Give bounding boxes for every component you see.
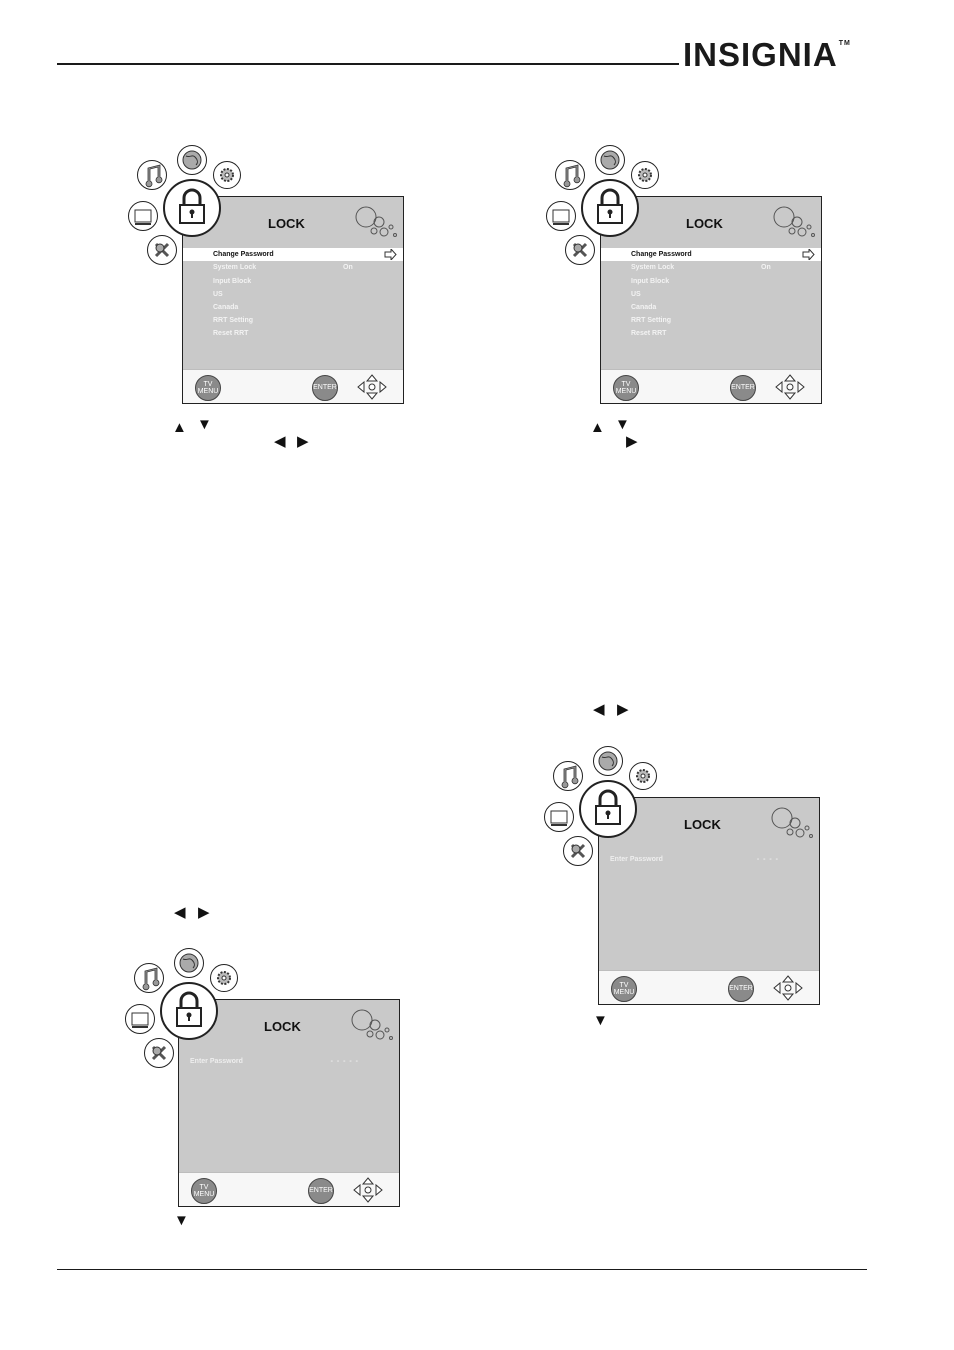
music-icon[interactable]	[555, 160, 585, 190]
down-arrow-icon: ▼	[615, 416, 630, 433]
menu-item-us[interactable]: US	[631, 291, 641, 298]
setup-tools-icon[interactable]	[147, 235, 177, 265]
menu-footer: TV MENU ENTER	[179, 1172, 399, 1206]
lock-icon[interactable]	[581, 179, 639, 237]
right-arrow-icon: ▶	[617, 701, 629, 718]
picture-icon[interactable]	[546, 201, 576, 231]
globe-icon[interactable]	[595, 145, 625, 175]
enter-button[interactable]: ENTER	[730, 375, 756, 401]
direction-pad-icon	[357, 374, 387, 400]
lock-icon[interactable]	[160, 982, 218, 1040]
bubbles-icon	[771, 807, 813, 838]
tv-menu-button[interactable]: TV MENU	[611, 976, 637, 1002]
music-icon[interactable]	[134, 963, 164, 993]
menu-footer: TV MENU ENTER	[601, 369, 821, 403]
down-arrow-icon: ▼	[593, 1012, 608, 1029]
menu-item-us[interactable]: US	[213, 291, 223, 298]
right-arrow-icon: ▶	[198, 904, 210, 921]
globe-icon[interactable]	[174, 948, 204, 978]
password-row[interactable]: Enter Password - - - -	[610, 856, 809, 863]
gear-icon[interactable]	[210, 964, 238, 992]
trademark: TM	[838, 40, 851, 47]
down-arrow-icon: ▼	[197, 416, 212, 433]
lock-password-screen-1: LOCK Enter Password - - - - - TV MENU EN…	[122, 948, 402, 1208]
direction-pad-icon	[773, 975, 803, 1001]
menu-item-system-lock[interactable]: System Lock On	[631, 264, 771, 271]
menu-title: LOCK	[268, 216, 305, 231]
setup-tools-icon[interactable]	[144, 1038, 174, 1068]
lock-password-screen-2: LOCK Enter Password - - - - TV MENU ENTE…	[541, 746, 821, 1006]
enter-button[interactable]: ENTER	[312, 375, 338, 401]
music-icon[interactable]	[137, 160, 167, 190]
menu-item-canada[interactable]: Canada	[213, 304, 239, 311]
brand-name: INSIGNIA	[683, 36, 838, 73]
menu-item-reset-rrt[interactable]: Reset RRT	[213, 330, 249, 337]
picture-icon[interactable]	[128, 201, 158, 231]
left-arrow-icon: ◀	[274, 433, 286, 450]
enter-button[interactable]: ENTER	[308, 1178, 334, 1204]
lock-icon[interactable]	[163, 179, 221, 237]
setup-tools-icon[interactable]	[565, 235, 595, 265]
tv-menu-button[interactable]: TV MENU	[191, 1178, 217, 1204]
menu-footer: TV MENU ENTER	[183, 369, 403, 403]
menu-panel: LOCK Enter Password - - - - TV MENU ENTE…	[598, 797, 820, 1005]
lock-menu-screen-2: LOCK Change Password System Lock On Inpu…	[543, 145, 823, 405]
left-arrow-icon: ◀	[174, 904, 186, 921]
menu-title: LOCK	[264, 1019, 301, 1034]
menu-footer: TV MENU ENTER	[599, 970, 819, 1004]
bubbles-icon	[355, 206, 397, 237]
password-label: Enter Password	[190, 1058, 243, 1065]
menu-item-reset-rrt[interactable]: Reset RRT	[631, 330, 667, 337]
menu-item-system-lock[interactable]: System Lock On	[213, 264, 353, 271]
up-arrow-icon: ▲	[172, 419, 187, 436]
menu-panel: LOCK Change Password System Lock On Inpu…	[600, 196, 822, 404]
down-arrow-icon: ▼	[174, 1212, 189, 1229]
bubbles-icon	[351, 1009, 393, 1040]
menu-panel: LOCK Change Password System Lock On Inpu…	[182, 196, 404, 404]
picture-icon[interactable]	[125, 1004, 155, 1034]
password-row[interactable]: Enter Password - - - - -	[190, 1058, 389, 1065]
gear-icon[interactable]	[631, 161, 659, 189]
menu-item-canada[interactable]: Canada	[631, 304, 657, 311]
picture-icon[interactable]	[544, 802, 574, 832]
lock-menu-screen-1: LOCK Change Password System Lock On Inpu…	[125, 145, 405, 405]
menu-item-rrt-setting[interactable]: RRT Setting	[631, 317, 672, 324]
menu-panel: LOCK Enter Password - - - - - TV MENU EN…	[178, 999, 400, 1207]
globe-icon[interactable]	[593, 746, 623, 776]
left-arrow-icon: ◀	[593, 701, 605, 718]
right-arrow-icon: ▶	[626, 433, 638, 450]
direction-pad-icon	[353, 1177, 383, 1203]
menu-item-change-password[interactable]: Change Password	[183, 248, 403, 261]
menu-title: LOCK	[686, 216, 723, 231]
enter-button[interactable]: ENTER	[728, 976, 754, 1002]
brand-logo: INSIGNIATM	[683, 36, 851, 74]
bubbles-icon	[773, 206, 815, 237]
direction-pad-icon	[775, 374, 805, 400]
music-icon[interactable]	[553, 761, 583, 791]
arrow-right-icon	[384, 249, 397, 260]
password-field[interactable]: - - - - -	[330, 1058, 359, 1065]
setup-tools-icon[interactable]	[563, 836, 593, 866]
gear-icon[interactable]	[213, 161, 241, 189]
arrow-right-icon	[802, 249, 815, 260]
menu-item-change-password[interactable]: Change Password	[601, 248, 821, 261]
up-arrow-icon: ▲	[590, 419, 605, 436]
tv-menu-button[interactable]: TV MENU	[195, 375, 221, 401]
password-field[interactable]: - - - -	[756, 856, 779, 863]
menu-item-input-block[interactable]: Input Block	[213, 278, 252, 285]
password-label: Enter Password	[610, 856, 663, 863]
tv-menu-button[interactable]: TV MENU	[613, 375, 639, 401]
gear-icon[interactable]	[629, 762, 657, 790]
menu-item-input-block[interactable]: Input Block	[631, 278, 670, 285]
menu-item-rrt-setting[interactable]: RRT Setting	[213, 317, 254, 324]
right-arrow-icon: ▶	[297, 433, 309, 450]
menu-title: LOCK	[684, 817, 721, 832]
lock-icon[interactable]	[579, 780, 637, 838]
top-rule	[57, 63, 679, 65]
globe-icon[interactable]	[177, 145, 207, 175]
bottom-rule	[57, 1269, 867, 1270]
